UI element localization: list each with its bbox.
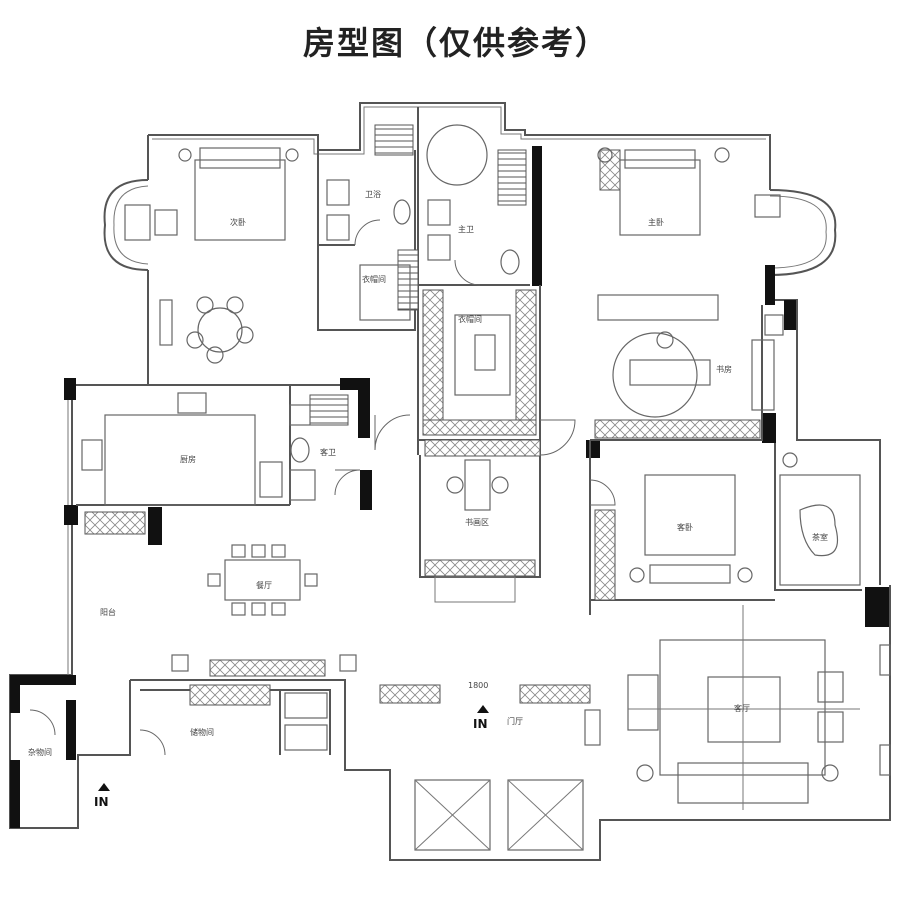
label-bath-center: 主卫 bbox=[458, 224, 474, 234]
label-tea-room: 茶室 bbox=[812, 532, 828, 542]
label-cloakroom: 衣帽间 bbox=[362, 274, 386, 284]
cabinets bbox=[84, 124, 761, 706]
doors bbox=[29, 219, 616, 756]
label-master-bedroom: 主卧 bbox=[648, 217, 664, 227]
entrance-side-label: IN bbox=[94, 795, 109, 809]
label-foyer: 门厅 bbox=[507, 716, 523, 726]
entrances: IN IN bbox=[94, 705, 489, 809]
label-study: 书房 bbox=[716, 364, 732, 374]
label-balcony-w: 阳台 bbox=[100, 607, 116, 617]
label-bath-nw: 卫浴 bbox=[365, 189, 381, 199]
label-bedroom-se: 客卧 bbox=[677, 522, 693, 532]
page-title: 房型图（仅供参考） bbox=[302, 24, 609, 62]
label-kitchen: 厨房 bbox=[180, 454, 196, 464]
entrance-main-label: IN bbox=[473, 717, 488, 731]
label-storage: 储物间 bbox=[190, 727, 214, 737]
label-living: 客厅 bbox=[734, 703, 750, 713]
outer-walls bbox=[9, 102, 891, 861]
label-small-room: 杂物间 bbox=[28, 747, 52, 757]
label-dining: 餐厅 bbox=[256, 581, 272, 590]
structural-columns bbox=[10, 146, 889, 828]
room-labels: 次卧 卫浴 衣帽间 主卫 主卧 衣帽间 书房 厨房 客卫 餐厅 书画区 客卧 茶… bbox=[28, 189, 828, 757]
entrance-arrow-icon bbox=[98, 783, 110, 791]
label-study-center: 书画区 bbox=[465, 517, 489, 527]
furniture bbox=[81, 124, 891, 851]
label-bedroom-nw: 次卧 bbox=[230, 217, 246, 227]
entrance-arrow-icon bbox=[477, 705, 489, 713]
dimension-label: 1800 bbox=[468, 681, 488, 690]
label-bath-kitchen: 客卫 bbox=[320, 447, 336, 457]
label-walkin-closet: 衣帽间 bbox=[458, 314, 482, 324]
